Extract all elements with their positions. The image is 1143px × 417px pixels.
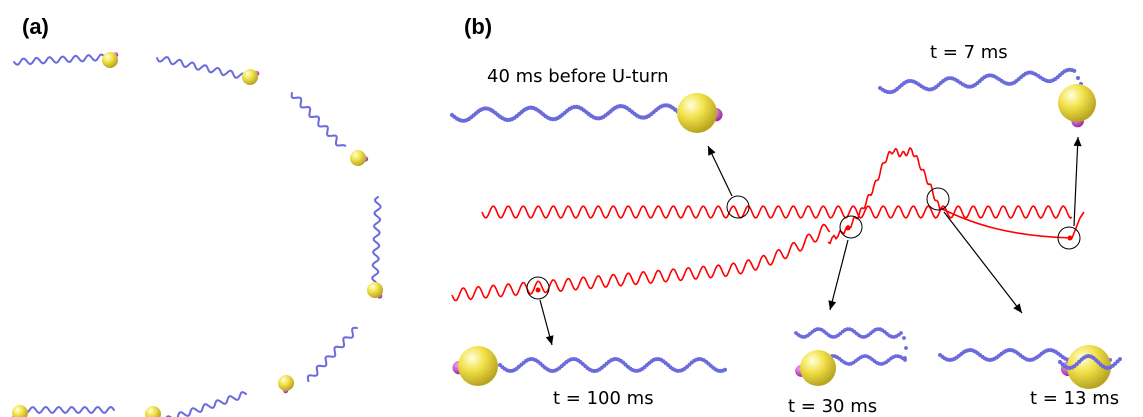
flagellum	[156, 56, 245, 79]
callout-circle-30ms	[839, 215, 863, 239]
arrow-shaft	[707, 145, 733, 197]
flagellum	[13, 53, 105, 66]
cell-body	[278, 375, 294, 391]
head	[452, 346, 498, 386]
cell-body	[800, 350, 836, 386]
bead	[1118, 357, 1122, 362]
head	[367, 282, 383, 299]
arrow-100ms	[539, 299, 554, 346]
cell-body	[242, 69, 258, 85]
arrow-shaft	[943, 211, 1023, 314]
snapshot-13ms	[938, 345, 1122, 389]
label-t-7ms: t = 7 ms	[930, 42, 1008, 63]
arrow-7ms	[1073, 136, 1082, 227]
flagellum	[794, 327, 908, 366]
snapshot-7ms	[878, 67, 1096, 128]
bead	[902, 336, 906, 340]
swimmer-a1	[13, 52, 119, 68]
swimmer-a6	[145, 391, 247, 417]
trajectory-callouts	[526, 136, 1082, 346]
label-40ms-before-uturn: 40 ms before U-turn	[487, 66, 669, 87]
panel-b-snapshots	[449, 67, 1122, 389]
panel-a-swimmer-sequence	[11, 52, 383, 417]
snapshot-30ms	[794, 327, 908, 386]
arrow-40ms	[707, 145, 733, 197]
arrow-shaft	[829, 239, 849, 311]
panel-b-label: (b)	[464, 14, 492, 39]
head	[350, 150, 369, 166]
bead	[1072, 68, 1077, 73]
trajectory-lower-run	[451, 223, 831, 302]
head	[102, 52, 119, 68]
head	[278, 375, 294, 394]
flagellum-overlap	[1058, 354, 1122, 370]
head	[145, 406, 161, 417]
cell-body	[12, 405, 28, 417]
arrow-13ms	[943, 211, 1023, 314]
arrow-head	[708, 146, 716, 156]
head	[1058, 84, 1096, 128]
label-t-13ms: t = 13 ms	[1030, 388, 1119, 409]
arrow-head	[1013, 303, 1022, 313]
snapshot-100ms	[452, 346, 727, 386]
flagellum	[290, 92, 347, 147]
swimmer-a3	[290, 92, 369, 166]
head	[11, 405, 28, 417]
arrow-shaft	[1073, 136, 1079, 227]
flagellum	[449, 103, 683, 123]
swimmer-a2	[156, 56, 260, 85]
arrow-head	[1073, 137, 1082, 147]
callout-circle-7ms	[1057, 226, 1081, 250]
flagellum	[878, 67, 1083, 95]
bead	[899, 331, 903, 335]
arrow-head	[545, 335, 554, 345]
bead	[904, 346, 908, 350]
cell-body	[1058, 84, 1096, 122]
label-t-100ms: t = 100 ms	[553, 388, 654, 409]
callout-circle-100ms	[526, 276, 550, 300]
cell-body	[458, 346, 498, 386]
arrow-head	[828, 300, 837, 310]
head	[677, 93, 723, 133]
flagellum	[25, 406, 115, 414]
flagellum	[498, 357, 727, 373]
panel-a-label: (a)	[22, 14, 49, 39]
bead	[723, 367, 727, 372]
trajectory-point-100ms	[535, 287, 541, 293]
callout-circle-40ms	[726, 195, 750, 219]
swimming-trajectory	[451, 147, 1085, 302]
bead	[1076, 76, 1080, 80]
cell-body	[677, 93, 717, 133]
flagellum	[165, 391, 247, 417]
trajectory-point-30ms	[845, 225, 851, 231]
swimmer-a7	[11, 405, 115, 417]
cell-body	[367, 282, 383, 298]
cell-body	[350, 150, 366, 166]
cell-body	[102, 52, 118, 68]
flagellum	[371, 196, 382, 283]
cell-body	[1067, 345, 1111, 389]
swimmer-a4	[367, 196, 383, 299]
head	[795, 350, 836, 386]
arrow-30ms	[828, 239, 849, 311]
trajectory-end-point	[1067, 235, 1073, 241]
trajectory-upper-run	[481, 205, 1073, 219]
snapshot-40ms-before-uturn	[449, 93, 723, 133]
trajectory-uturn-peak	[827, 147, 941, 245]
head	[242, 69, 260, 85]
cell-body	[145, 406, 161, 417]
swimmer-a5	[278, 326, 358, 394]
callout-circle-13ms	[926, 187, 950, 211]
label-t-30ms: t = 30 ms	[788, 396, 877, 417]
flagellum	[306, 326, 358, 383]
